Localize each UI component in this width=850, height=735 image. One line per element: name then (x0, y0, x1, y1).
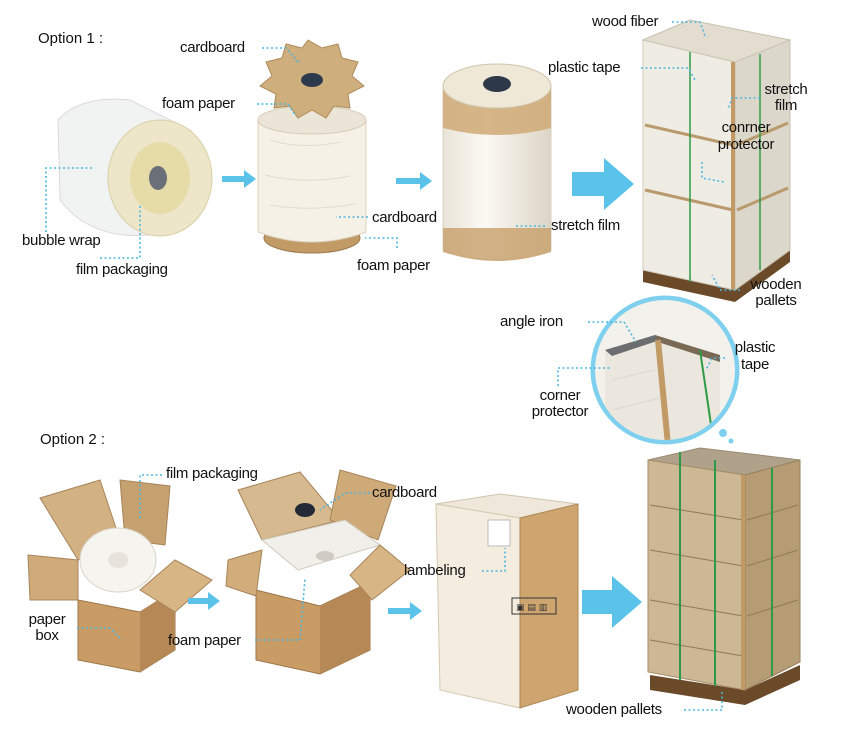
arrow-icon (396, 172, 432, 190)
label-foam-paper-bottom: foam paper (357, 257, 430, 274)
label-corner-protector-2: protector (717, 136, 775, 153)
label-foam-paper-2: foam paper (168, 632, 241, 649)
leader-lines (45, 21, 760, 711)
label-cardboard-top: cardboard (180, 39, 245, 56)
label-cardboard-2: cardboard (372, 484, 437, 501)
label-stretch-film-1: stretch (764, 81, 808, 98)
label-angle-iron: angle iron (500, 313, 563, 330)
label-lambeling: lambeling (404, 562, 466, 579)
option-1-heading: Option 1 : (38, 30, 104, 47)
arrow-icon (188, 592, 220, 610)
foam-roll-with-cardboard (257, 39, 367, 254)
open-box-with-cardboard (225, 469, 411, 675)
label-film-packaging-2: film packaging (166, 465, 258, 482)
wrapped-pallet-tall (641, 19, 792, 302)
label-paper-box-1: paper (28, 611, 66, 628)
label-wooden-pallets-2: pallets (755, 292, 797, 309)
label-corner-protector-1: conrner (721, 119, 771, 136)
label-wood-fiber: wood fiber (592, 13, 659, 30)
arrow-icon (572, 158, 634, 210)
open-box-with-roll (27, 479, 213, 673)
arrow-icon (582, 576, 642, 628)
label-corner-protector-detail-2: protector (531, 403, 589, 420)
label-wooden-pallets-1: wooden (750, 276, 802, 293)
svg-text:▣ ▤ ▥: ▣ ▤ ▥ (516, 603, 547, 613)
label-paper-box-2: box (35, 627, 59, 644)
label-bubble-wrap: bubble wrap (22, 232, 101, 249)
option-2-heading: Option 2 : (40, 431, 106, 448)
corner-detail-zoom (590, 295, 740, 445)
boxes-on-pallet (647, 447, 801, 705)
label-cardboard-bottom: cardboard (372, 209, 437, 226)
bubble-wrapped-roll (57, 98, 213, 237)
closed-labeled-box: ▣ ▤ ▥ (435, 493, 579, 709)
label-wooden-pallets-2: wooden pallets (566, 701, 662, 718)
label-film-packaging: film packaging (76, 261, 168, 278)
label-foam-paper-top: foam paper (162, 95, 235, 112)
label-corner-protector-detail-1: corner (539, 387, 581, 404)
label-stretch-film-roll: stretch film (551, 217, 620, 234)
arrow-icon (222, 170, 256, 188)
label-stretch-film-2: film (774, 97, 798, 114)
label-plastic-tape-detail-1: plastic (734, 339, 776, 356)
label-plastic-tape-detail-2: tape (741, 356, 769, 373)
arrow-icon (388, 602, 422, 620)
stretch-film-roll (442, 63, 552, 261)
label-plastic-tape: plastic tape (548, 59, 621, 76)
